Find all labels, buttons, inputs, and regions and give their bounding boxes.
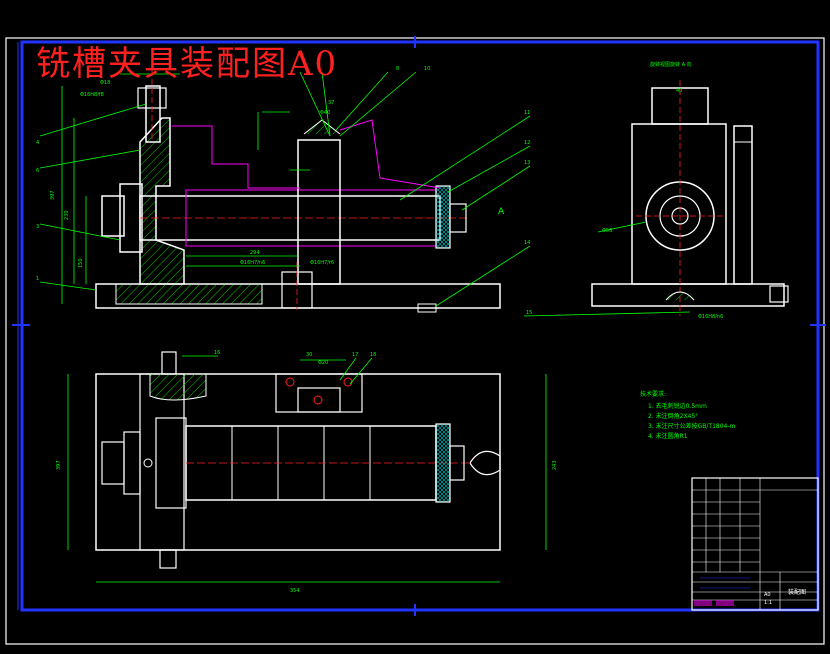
sheet-frame — [5, 36, 826, 645]
side-view: 旋转视图旋转 A 向 40 Φ56 Φ16H8/n6 15 — [523, 61, 789, 320]
tech-item-3: 3. 未注尺寸公差按GB/T1804-m — [648, 422, 736, 430]
side-dim-phi56: Φ56 — [602, 228, 612, 234]
balloon-8: 8 — [396, 66, 399, 72]
fit-label-3: Φ16H7/r6 — [310, 260, 334, 266]
top-dim-243: 243 — [552, 460, 558, 470]
title-block-sheet: A0 — [764, 592, 771, 598]
balloon-10: 10 — [424, 66, 430, 72]
balloon-1: 1 — [36, 276, 39, 282]
balloon-13: 13 — [524, 160, 530, 166]
tech-item-1: 1. 去毛刺锐边0.5mm — [648, 402, 707, 410]
dim-label-150: 150 — [78, 258, 84, 268]
front-view: A Φ16H8/f8 Φ18 397 230 150 294 Φ16H7/n6 … — [36, 66, 530, 313]
tech-heading: 技术要求: — [640, 390, 666, 398]
top-dim-phi20: Φ20 — [318, 360, 328, 366]
title-block-drawing-name: 装配图 — [788, 588, 806, 596]
balloon-16: 16 — [214, 350, 220, 356]
tech-item-2: 2. 未注倒角2X45° — [648, 412, 698, 420]
balloon-6: 6 — [36, 168, 39, 174]
tech-requirements: 技术要求: 1. 去毛刺锐边0.5mm 2. 未注倒角2X45° 3. 未注尺寸… — [640, 390, 736, 440]
balloon-4: 4 — [36, 140, 39, 146]
dim-label-294: 294 — [250, 250, 260, 256]
top-dim-30: 30 — [306, 352, 312, 358]
balloon-15: 15 — [526, 310, 532, 316]
title-block: 装配图 1:1 A0 — [691, 477, 819, 611]
section-mark-a: A — [498, 207, 505, 217]
fit-label-2: Φ16H7/n6 — [240, 260, 265, 266]
dim-label-phi40: Φ40 — [320, 110, 330, 116]
balloon-3: 3 — [36, 224, 39, 230]
drawing-title: 铣槽夹具装配图A0 — [36, 44, 339, 84]
dim-label-230: 230 — [64, 210, 70, 220]
side-dim-40: 40 — [676, 88, 682, 94]
top-dim-397: 397 — [56, 460, 62, 470]
title-block-scale: 1:1 — [764, 600, 772, 606]
dim-label-397: 397 — [50, 190, 56, 200]
balloon-11: 11 — [524, 110, 530, 116]
top-dim-354: 354 — [290, 588, 300, 594]
view-note: 旋转视图旋转 A 向 — [650, 61, 692, 68]
balloon-17: 17 — [352, 352, 358, 358]
top-view: 397 354 243 30 Φ20 16 17 18 — [56, 350, 558, 594]
balloon-18: 18 — [370, 352, 376, 358]
balloon-12: 12 — [524, 140, 530, 146]
side-fit-label: Φ16H8/n6 — [698, 314, 723, 320]
balloon-14: 14 — [524, 240, 530, 246]
dim-label-37: 37 — [328, 100, 334, 106]
dim-label-2: Φ18 — [100, 80, 110, 86]
tech-item-4: 4. 未注圆角R1 — [648, 432, 688, 440]
fit-label-1: Φ16H8/f8 — [80, 92, 104, 98]
